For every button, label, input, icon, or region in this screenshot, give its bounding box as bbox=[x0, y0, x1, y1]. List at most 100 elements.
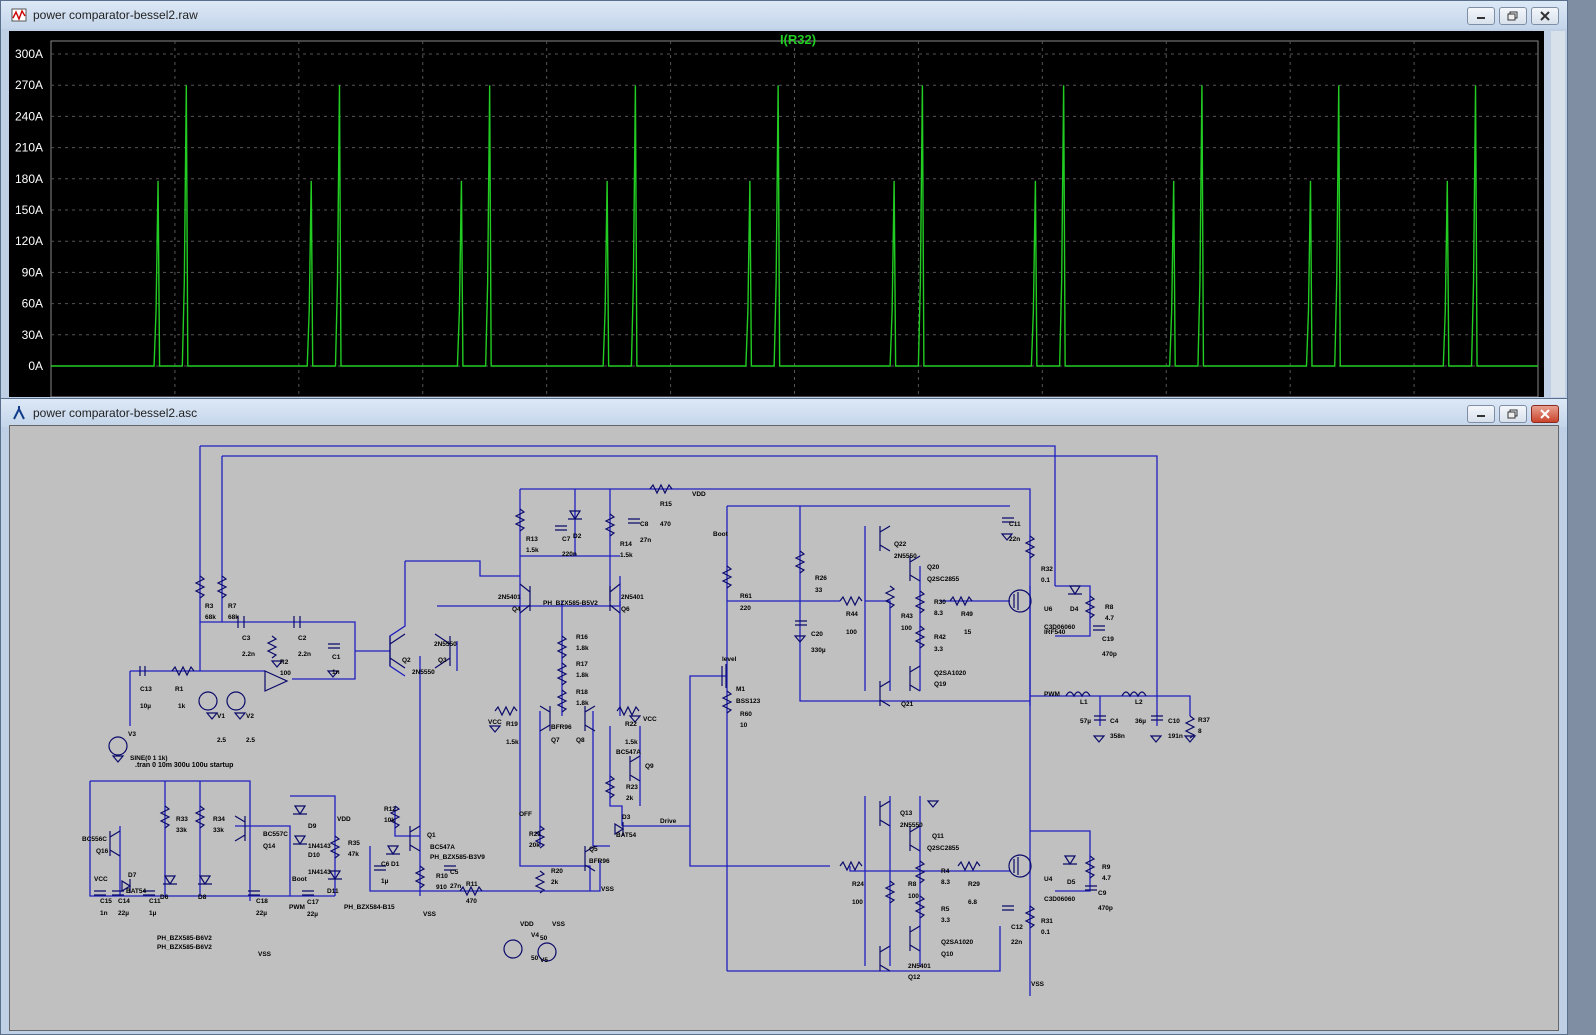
component-label: VDD bbox=[337, 816, 351, 823]
component-label: R33 bbox=[176, 816, 188, 823]
component-label: R44 bbox=[846, 611, 858, 618]
trace-line-i-r32[interactable] bbox=[51, 85, 1538, 367]
component-label: C2 bbox=[298, 635, 307, 642]
component-label: PH_BZX584-B15 bbox=[344, 904, 395, 911]
component-label: 27n bbox=[450, 883, 461, 890]
component-label: R29 bbox=[968, 881, 980, 888]
component-label: 50 bbox=[540, 935, 548, 942]
component-label: R5 bbox=[941, 906, 950, 913]
close-button[interactable] bbox=[1531, 7, 1559, 25]
component-label: 8.3 bbox=[941, 879, 950, 886]
component-label: D1 bbox=[391, 861, 400, 868]
component-label: 1.5k bbox=[526, 547, 539, 554]
component-label: level bbox=[722, 656, 737, 663]
minimize-button[interactable] bbox=[1467, 7, 1495, 25]
component-label: VSS bbox=[552, 921, 566, 928]
component-label: R61 bbox=[740, 593, 752, 600]
component-label: D9 bbox=[308, 823, 317, 830]
component-label: 2N5401 bbox=[621, 594, 644, 601]
component-label: D10 bbox=[308, 852, 320, 859]
component-label: VSS bbox=[601, 886, 615, 893]
schematic-wires[interactable] bbox=[89, 445, 1191, 996]
component-label: R60 bbox=[740, 711, 752, 718]
component-label: R20 bbox=[551, 868, 563, 875]
component-label: 27n bbox=[640, 537, 651, 544]
y-tick-label: 300A bbox=[15, 47, 43, 61]
component-label: 4.7 bbox=[1102, 875, 1111, 882]
component-label: VCC bbox=[643, 716, 657, 723]
schematic-window-title: power comparator-bessel2.asc bbox=[33, 406, 198, 420]
component-label: R37 bbox=[1198, 717, 1210, 724]
close-button[interactable] bbox=[1531, 405, 1559, 423]
component-label: 330µ bbox=[811, 647, 826, 654]
component-label: C3D06060 bbox=[1044, 624, 1075, 631]
component-label: D5 bbox=[1067, 879, 1076, 886]
waveform-window-titlebar[interactable]: power comparator-bessel2.raw bbox=[1, 1, 1567, 29]
minimize-button[interactable] bbox=[1467, 405, 1495, 423]
component-label: VCC bbox=[94, 876, 108, 883]
minimize-icon bbox=[1477, 17, 1485, 19]
y-tick-label: 60A bbox=[22, 297, 43, 311]
close-icon bbox=[1540, 409, 1550, 419]
component-label: Q6 bbox=[621, 606, 630, 613]
component-label: C12 bbox=[1011, 924, 1023, 931]
component-label: IRF540 bbox=[1044, 629, 1066, 636]
component-label: 1.5k bbox=[506, 739, 519, 746]
component-label: 33 bbox=[815, 587, 823, 594]
component-label: 2N5550 bbox=[894, 553, 917, 560]
component-label: Boot bbox=[713, 531, 729, 538]
component-label: BSS123 bbox=[736, 698, 761, 705]
waveform-plot[interactable]: 0A30A60A90A120A150A180A210A240A270A300A … bbox=[9, 31, 1544, 398]
schematic-drawing[interactable]: .tran 0 10m 300u 100u startup R368kR768k… bbox=[10, 426, 1558, 1030]
component-label: D4 bbox=[1070, 606, 1079, 613]
component-label: C20 bbox=[811, 631, 823, 638]
component-label: R21 bbox=[529, 831, 541, 838]
component-label: BC557C bbox=[263, 831, 288, 838]
schematic-window-titlebar[interactable]: power comparator-bessel2.asc bbox=[1, 399, 1567, 427]
trace-label[interactable]: I(R32) bbox=[780, 32, 816, 47]
component-label: 2.2n bbox=[298, 651, 311, 658]
component-label: L2 bbox=[1135, 699, 1143, 706]
component-label: C4 bbox=[1110, 718, 1119, 725]
component-label: 10 bbox=[740, 722, 748, 729]
component-label: 1N4143 bbox=[308, 869, 331, 876]
component-label: Q2SC2855 bbox=[927, 576, 960, 583]
component-label: 68k bbox=[205, 614, 216, 621]
component-label: 220 bbox=[740, 605, 751, 612]
component-label: C11 bbox=[1009, 521, 1021, 528]
component-label: Boot bbox=[292, 876, 308, 883]
close-icon bbox=[1540, 11, 1550, 21]
component-label: 2N5401 bbox=[498, 594, 521, 601]
component-label: R15 bbox=[660, 501, 672, 508]
component-label: C13 bbox=[140, 686, 152, 693]
component-label: BFR96 bbox=[589, 858, 610, 865]
component-label: R11 bbox=[466, 881, 478, 888]
maximize-button[interactable] bbox=[1499, 7, 1527, 25]
component-label: 1.5k bbox=[625, 739, 638, 746]
y-tick-label: 180A bbox=[15, 172, 43, 186]
component-label: Q13 bbox=[900, 810, 913, 817]
component-label: R12 bbox=[384, 806, 396, 813]
maximize-button[interactable] bbox=[1499, 405, 1527, 423]
schematic-components[interactable] bbox=[94, 483, 1197, 972]
component-label: D8 bbox=[198, 894, 207, 901]
component-label: 1.5k bbox=[620, 552, 633, 559]
component-label: 2.5 bbox=[217, 737, 226, 744]
component-label: 2.5 bbox=[246, 737, 255, 744]
y-tick-label: 0A bbox=[28, 359, 43, 373]
spice-directive[interactable]: .tran 0 10m 300u 100u startup bbox=[135, 762, 233, 769]
component-label: 47k bbox=[348, 851, 359, 858]
component-label: R17 bbox=[576, 661, 588, 668]
component-label: 15 bbox=[964, 629, 972, 636]
component-label: PH_BZX585-B5V2 bbox=[543, 600, 598, 607]
y-tick-label: 30A bbox=[22, 328, 43, 342]
trace-series[interactable] bbox=[51, 85, 1538, 367]
schematic-window[interactable]: power comparator-bessel2.asc bbox=[0, 398, 1568, 1035]
component-label: 10k bbox=[384, 817, 395, 824]
component-label: D2 bbox=[573, 533, 582, 540]
component-label: R49 bbox=[961, 611, 973, 618]
